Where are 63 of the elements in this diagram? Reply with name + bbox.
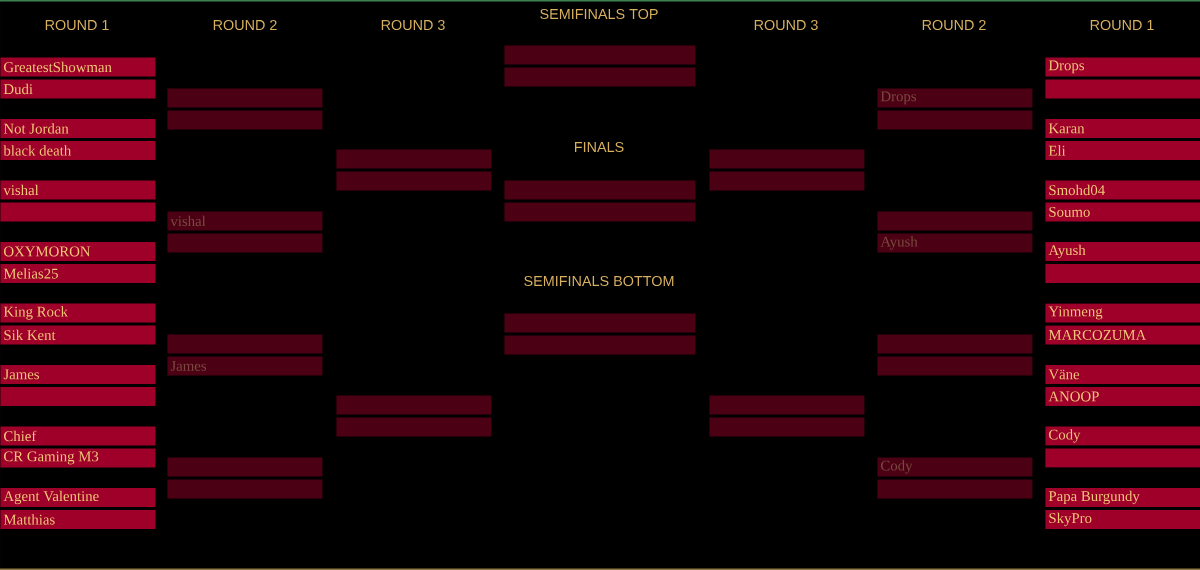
empty-slot [504,202,696,222]
round-heading: ROUND 3 [754,19,818,31]
empty-slot [336,395,492,415]
empty-slot [336,149,492,169]
empty-slot [877,334,1033,354]
player-slot: GreatestShowman [0,57,156,77]
player-slot: Chief [0,426,156,446]
player-slot: SkyPro [1045,509,1200,529]
empty-slot [709,171,865,191]
player-slot: ANOOP [1045,386,1200,406]
empty-slot [877,479,1033,499]
round-heading: SEMIFINALS BOTTOM [524,275,674,287]
player-slot: Karan [1045,118,1200,138]
player-slot: vishal [0,180,156,200]
empty-slot [504,67,696,87]
empty-slot [167,479,323,499]
empty-slot [1045,79,1200,99]
player-slot: MARCOZUMA [1045,325,1200,345]
player-slot: Soumo [1045,202,1200,222]
player-slot: James [167,356,323,376]
empty-slot [504,335,696,355]
empty-slot [709,417,865,437]
player-slot: Väne [1045,364,1200,384]
round-heading: FINALS [575,141,624,153]
player-slot: Sik Kent [0,325,156,345]
round-heading: ROUND 3 [381,19,445,31]
player-slot: vishal [167,211,323,231]
empty-slot [877,211,1033,231]
player-slot: Yinmeng [1045,303,1200,323]
empty-slot [167,110,323,130]
round-heading: ROUND 2 [922,19,986,31]
empty-slot [504,313,696,333]
empty-slot [709,149,865,169]
empty-slot [336,417,492,437]
player-slot: King Rock [0,303,156,323]
player-slot: Eli [1045,140,1200,160]
round-heading: ROUND 2 [213,19,277,31]
empty-slot [1045,263,1200,283]
empty-slot [0,202,156,222]
player-slot: Drops [1045,57,1200,77]
empty-slot [877,110,1033,130]
empty-slot [877,356,1033,376]
empty-slot [1045,448,1200,468]
player-slot: Drops [877,88,1033,108]
empty-slot [504,180,696,200]
round-heading: ROUND 1 [1090,19,1154,31]
empty-slot [167,88,323,108]
player-slot: Ayush [877,233,1033,253]
empty-slot [336,171,492,191]
empty-slot [167,457,323,477]
player-slot: Smohd04 [1045,180,1200,200]
player-slot: Dudi [0,79,156,99]
empty-slot [167,334,323,354]
player-slot: Papa Burgundy [1045,487,1200,507]
player-slot: Ayush [1045,241,1200,261]
empty-slot [709,395,865,415]
empty-slot [167,233,323,253]
round-heading: SEMIFINALS TOP [540,8,658,20]
round-heading: ROUND 1 [45,19,109,31]
player-slot: Cody [877,457,1033,477]
empty-slot [504,45,696,65]
player-slot: Cody [1045,426,1200,446]
player-slot: CR Gaming M3 [0,448,156,468]
